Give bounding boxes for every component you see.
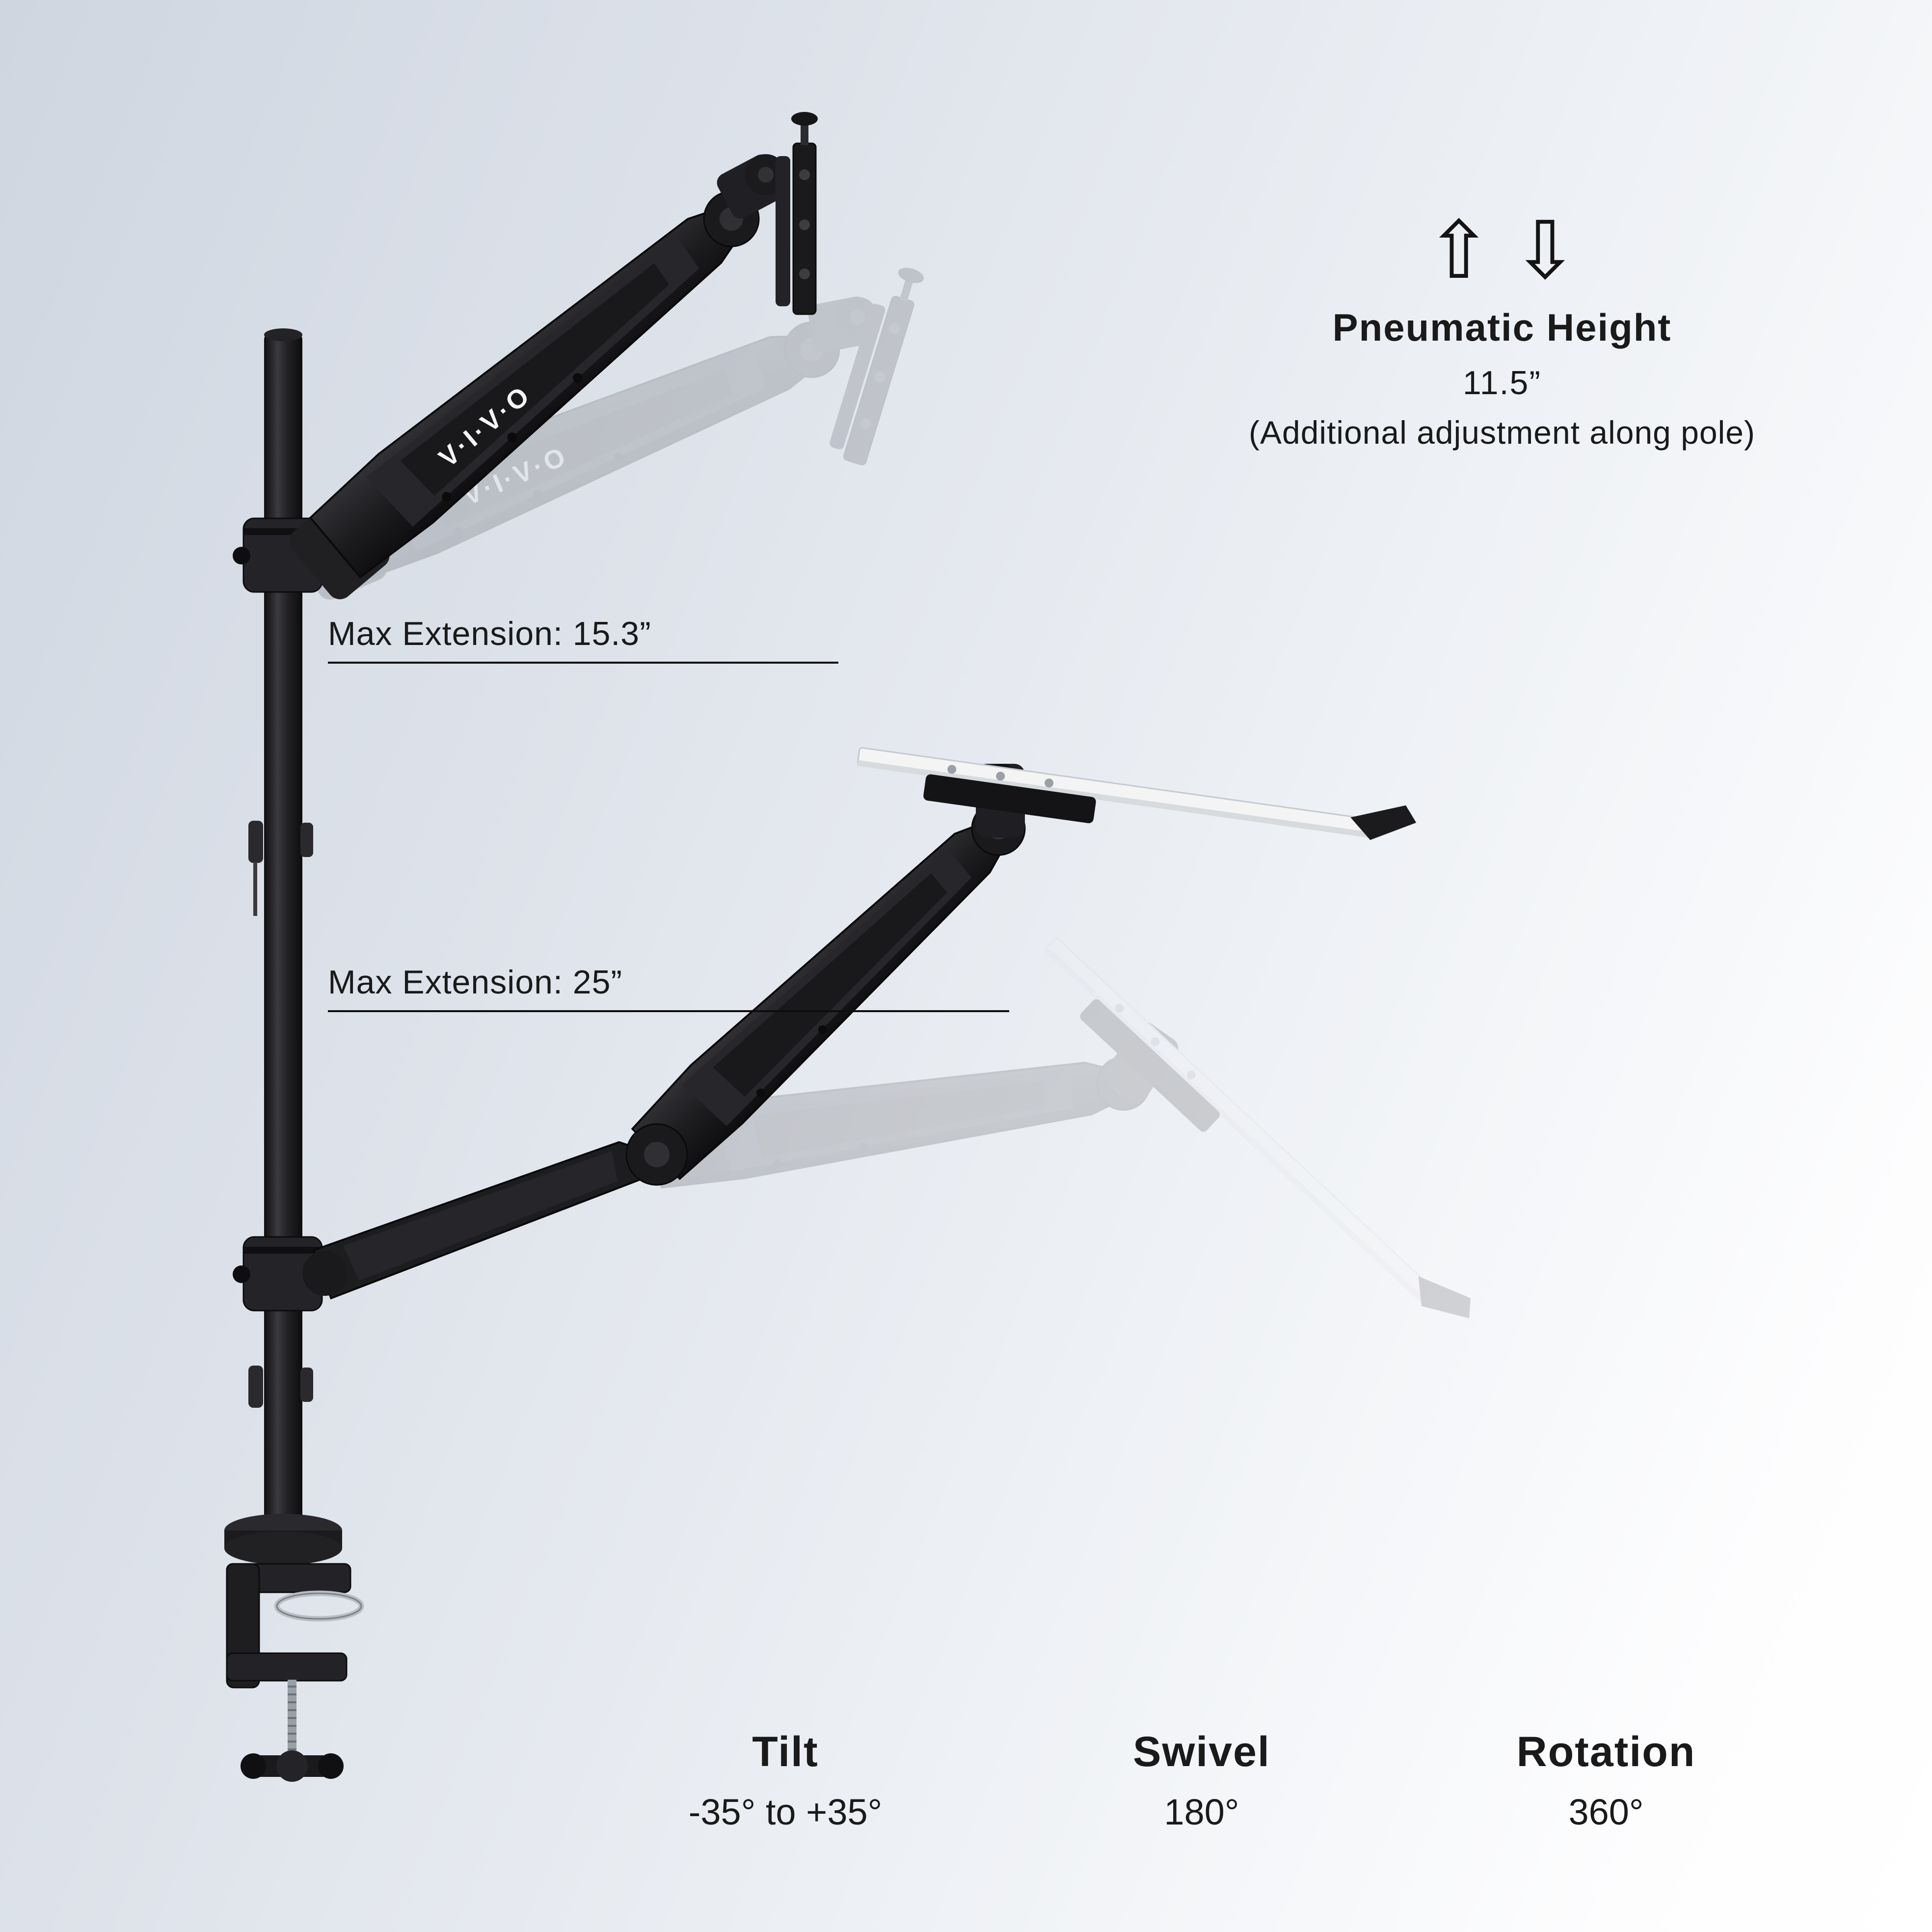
spec-swivel: Swivel 180° (1133, 1728, 1270, 1833)
ghost-laptop-arm (613, 787, 1526, 1617)
max-extension-laptop-label: Max Extension: 25” (328, 963, 1009, 1012)
clamp-ring (274, 1590, 364, 1622)
grommet-base (224, 1514, 342, 1565)
height-adjustment-tab-upper (248, 821, 313, 916)
spec-label: Tilt (752, 1728, 819, 1775)
clamp-knob (241, 1750, 344, 1782)
arrow-down-icon: ⇩ (1512, 205, 1579, 297)
spec-tilt: Tilt -35° to +35° (689, 1728, 883, 1833)
threaded-rod (288, 1680, 296, 1759)
spec-value: -35° to +35° (688, 1792, 883, 1832)
desk-clamp (224, 1514, 364, 1782)
lower-pole-collar (233, 1236, 323, 1312)
pneumatic-height-note: (Additional adjustment along pole) (1249, 414, 1755, 451)
spec-value: 360° (1568, 1792, 1644, 1832)
spec-label: Rotation (1516, 1728, 1696, 1775)
pole (264, 328, 302, 1544)
pneumatic-height-value: 11.5” (1463, 364, 1541, 402)
height-arrows: ⇧ ⇩ (1119, 211, 1885, 291)
specs-row: Tilt -35° to +35° Swivel 180° Rotation 3… (0, 1728, 1932, 1865)
pneumatic-height-title: Pneumatic Height (1332, 306, 1672, 349)
spec-label: Swivel (1133, 1728, 1270, 1775)
height-adjustment-tab-lower (248, 1366, 313, 1408)
lower-arm-link (302, 1141, 647, 1300)
spec-value: 180° (1164, 1792, 1239, 1832)
arrow-up-icon: ⇧ (1425, 205, 1492, 297)
pneumatic-height-annotation: ⇧ ⇩ Pneumatic Height 11.5” (Additional a… (1119, 211, 1885, 451)
max-extension-monitor-label: Max Extension: 15.3” (328, 615, 838, 664)
spec-rotation: Rotation 360° (1517, 1728, 1696, 1833)
